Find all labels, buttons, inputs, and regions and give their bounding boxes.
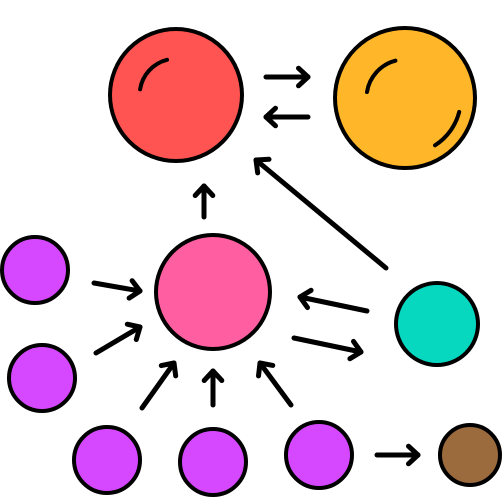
arrow-head xyxy=(347,338,364,362)
arrow-purple-node-bottom-middle-to-pink-hub-node xyxy=(201,368,225,408)
arrow-head xyxy=(296,65,311,89)
arrow-head xyxy=(126,278,143,301)
arrow-orange-node-to-red-node xyxy=(263,105,311,129)
arrow-teal-node-to-pink-hub-node xyxy=(297,287,370,314)
purple-node-bottom-left xyxy=(72,425,142,495)
node-circle xyxy=(0,235,70,305)
arrow-head xyxy=(406,443,421,467)
arrow-shaft xyxy=(297,294,370,314)
purple-node-left-top xyxy=(0,235,70,305)
node-circle xyxy=(284,420,354,490)
arrow-head xyxy=(256,360,276,379)
node-circle xyxy=(333,26,477,170)
shine-highlight xyxy=(433,109,462,148)
arrow-purple-node-bottom-left-to-pink-hub-node xyxy=(139,360,179,411)
node-circle xyxy=(72,425,142,495)
node-circle xyxy=(154,233,272,351)
arrow-head xyxy=(297,287,314,311)
arrow-shaft xyxy=(253,157,389,271)
arrow-pink-hub-node-to-red-node xyxy=(192,183,216,220)
arrow-purple-node-bottom-right-to-pink-hub-node xyxy=(256,360,294,408)
brown-node xyxy=(438,423,502,487)
arrow-shaft xyxy=(139,360,177,411)
arrow-head xyxy=(201,368,225,383)
teal-node xyxy=(394,281,480,367)
arrow-shaft xyxy=(91,280,143,294)
node-circle xyxy=(394,281,480,367)
orange-node xyxy=(333,26,477,170)
arrow-purple-node-left-bottom-to-pink-hub-node xyxy=(93,321,143,356)
purple-node-bottom-right xyxy=(284,420,354,490)
arrow-red-node-to-orange-node xyxy=(263,65,311,89)
nodes-layer xyxy=(0,26,502,497)
edges-layer xyxy=(91,65,421,467)
arrow-pink-hub-node-to-teal-node xyxy=(291,335,364,362)
arrow-teal-node-to-red-node xyxy=(253,156,389,271)
purple-node-left-bottom xyxy=(7,343,77,413)
arrow-shaft xyxy=(291,335,364,355)
node-circle xyxy=(108,27,244,163)
node-circle xyxy=(7,343,77,413)
pink-hub-node xyxy=(154,233,272,351)
arrow-purple-node-left-top-to-pink-hub-node xyxy=(91,278,143,301)
node-circle xyxy=(438,423,502,487)
arrow-shaft xyxy=(93,324,143,356)
arrow-head xyxy=(263,105,278,129)
arrow-head xyxy=(253,156,272,176)
arrow-head xyxy=(158,360,179,379)
arrow-shaft xyxy=(257,360,294,408)
node-circle xyxy=(178,427,248,497)
red-node xyxy=(108,27,244,163)
purple-node-bottom-middle xyxy=(178,427,248,497)
shine-highlight xyxy=(138,57,169,92)
arrow-head xyxy=(192,183,216,198)
shine-highlight xyxy=(365,58,398,94)
arrow-head xyxy=(124,321,143,342)
arrow-purple-node-bottom-right-to-brown-node xyxy=(374,443,421,467)
